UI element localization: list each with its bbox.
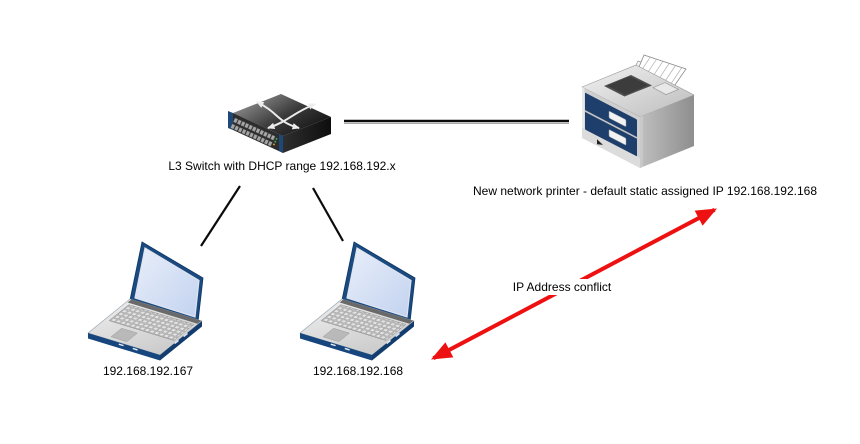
printer-output-slot-inner [607,76,648,95]
printer-front-face [582,87,640,169]
laptop-icon-167 [88,242,203,361]
l3-switch-icon [228,94,331,153]
switch-right-face [283,117,331,153]
laptop-167-label: 192.168.192.167 [102,364,194,378]
printer-tray-handle [608,129,627,146]
switch-led-green [275,137,278,140]
link-switch-laptop-168 [312,187,344,242]
printer-tray-handle [608,111,627,127]
switch-routing-arrows-icon [256,101,316,130]
conflict-label: IP Address conflict [509,279,615,295]
printer-side-face [640,94,694,168]
switch-led-green [274,140,277,143]
switch-led-amber [272,143,276,146]
switch-label: L3 Switch with DHCP range 192.168.192.x [168,159,396,173]
laptop-icon-168 [300,242,415,361]
link-switch-laptop-167 [200,185,241,247]
laptop-168-label: 192.168.192.168 [312,364,404,378]
switch-right-cap [279,134,283,153]
printer-control-pad [652,82,680,95]
switch-ports [230,117,278,147]
printer-icon [581,54,695,169]
printer-label: New network printer - default static ass… [473,184,817,198]
